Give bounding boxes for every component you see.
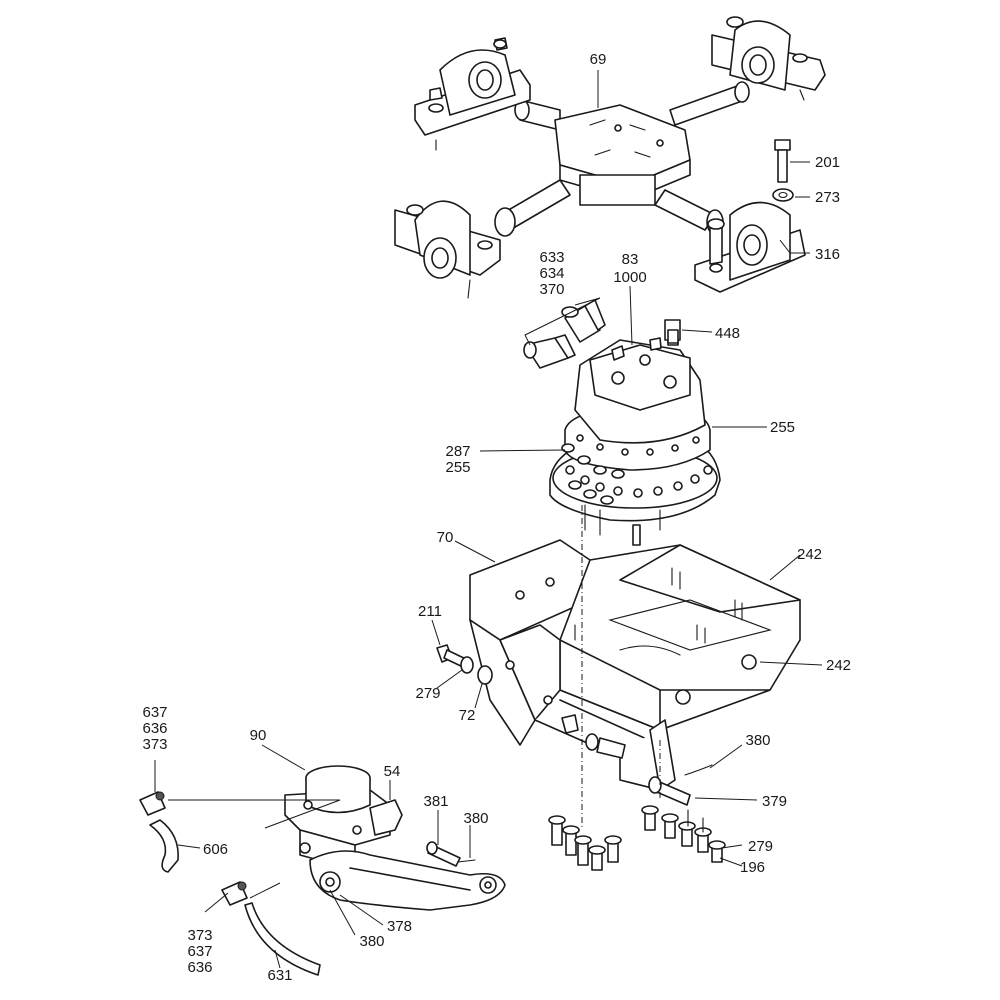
label-378: 378 — [387, 918, 412, 935]
callout-labels: 69 201 273 316 633 634 370 83 1000 448 2… — [142, 51, 851, 984]
label-637-bottom: 637 — [187, 943, 212, 960]
label-631: 631 — [267, 967, 292, 984]
washer-273 — [772, 188, 794, 202]
label-1000: 1000 — [613, 269, 646, 286]
label-380-arm: 380 — [463, 810, 488, 827]
label-72: 72 — [459, 707, 476, 724]
pin-381 — [426, 841, 461, 867]
label-273: 273 — [815, 189, 840, 206]
fitting-373-bottom — [221, 881, 248, 906]
bolt-group-lower — [548, 815, 622, 871]
label-380-frame: 380 — [745, 732, 770, 749]
label-255-nuts: 255 — [445, 459, 470, 476]
label-54: 54 — [384, 763, 401, 780]
label-370: 370 — [539, 281, 564, 298]
label-70: 70 — [437, 529, 454, 546]
label-69: 69 — [590, 51, 607, 68]
bolt-pair-frame — [561, 714, 626, 759]
bearing-block-top-right — [711, 16, 826, 101]
bearing-block-top-left — [414, 37, 531, 151]
fitting-373-top — [139, 791, 166, 816]
label-242-right: 242 — [826, 657, 851, 674]
pivot-pin-379 — [648, 776, 691, 806]
label-636-top: 636 — [142, 720, 167, 737]
label-201: 201 — [815, 154, 840, 171]
label-634: 634 — [539, 265, 564, 282]
label-373-top: 373 — [142, 736, 167, 753]
label-637-top: 637 — [142, 704, 167, 721]
label-380-lower: 380 — [359, 933, 384, 950]
label-633: 633 — [539, 249, 564, 266]
hose-631 — [244, 902, 321, 976]
label-90: 90 — [250, 727, 267, 744]
washer-279 — [460, 656, 474, 674]
label-287: 287 — [445, 443, 470, 460]
label-316: 316 — [815, 246, 840, 263]
leader-lines — [154, 70, 823, 969]
label-211: 211 — [418, 603, 442, 620]
label-242-top: 242 — [797, 546, 822, 563]
elbow-fitting-634 — [523, 334, 576, 369]
label-606: 606 — [203, 841, 228, 858]
label-636-bottom: 636 — [187, 959, 212, 976]
fitting-448 — [664, 319, 681, 344]
base-frame-70 — [469, 539, 801, 791]
label-373-bottom: 373 — [187, 927, 212, 944]
cotter-pin-380-lower — [457, 859, 476, 863]
label-379: 379 — [762, 793, 787, 810]
bearing-block-bottom-right — [694, 201, 806, 293]
bolts-279-196 — [641, 805, 726, 863]
bushing-72 — [477, 665, 493, 685]
nuts-287 — [561, 443, 625, 505]
hydraulic-motor-83 — [549, 321, 721, 546]
label-196: 196 — [740, 859, 765, 876]
cotter-pin-380 — [684, 764, 713, 776]
label-83: 83 — [622, 251, 639, 268]
swing-arm-54 — [309, 799, 506, 911]
bolt-201 — [774, 139, 791, 183]
label-279-bolts: 279 — [748, 838, 773, 855]
hose-606 — [149, 819, 179, 873]
cross-frame-69 — [494, 81, 750, 237]
label-448: 448 — [715, 325, 740, 342]
label-381: 381 — [423, 793, 448, 810]
label-279-frame: 279 — [415, 685, 440, 702]
label-255-motor: 255 — [770, 419, 795, 436]
bearing-block-bottom-left — [394, 200, 501, 299]
